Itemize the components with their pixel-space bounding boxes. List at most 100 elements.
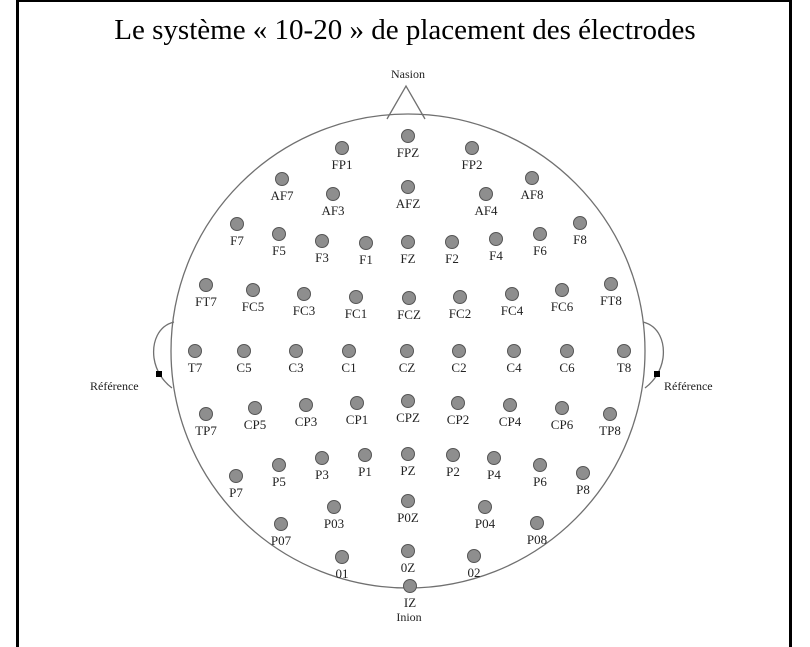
electrode-c3 bbox=[289, 344, 303, 358]
electrode-fz bbox=[401, 235, 415, 249]
electrode-label-cp6: CP6 bbox=[551, 417, 574, 432]
electrode-f8 bbox=[573, 216, 587, 230]
electrode-cp4 bbox=[503, 398, 517, 412]
electrode-label-cp3: CP3 bbox=[295, 414, 317, 429]
electrode-label-afz: AFZ bbox=[396, 196, 421, 211]
electrode-label-02: 02 bbox=[468, 565, 481, 580]
electrode-label-p1: P1 bbox=[358, 464, 372, 479]
electrode-label-af8: AF8 bbox=[520, 187, 543, 202]
reference-right-label: Référence bbox=[664, 379, 713, 393]
electrode-af4 bbox=[479, 187, 493, 201]
electrode-afz bbox=[401, 180, 415, 194]
electrode-label-cpz: CPZ bbox=[396, 410, 420, 425]
electrode-label-pz: PZ bbox=[400, 463, 415, 478]
figure-frame bbox=[16, 0, 792, 647]
electrode-f6 bbox=[533, 227, 547, 241]
electrode-p3 bbox=[315, 451, 329, 465]
electrode-label-f6: F6 bbox=[533, 243, 547, 258]
electrode-c2 bbox=[452, 344, 466, 358]
electrode-t7 bbox=[188, 344, 202, 358]
electrode-label-c6: C6 bbox=[559, 360, 575, 375]
electrode-p5 bbox=[272, 458, 286, 472]
electrode-label-tp8: TP8 bbox=[599, 423, 621, 438]
electrode-label-t8: T8 bbox=[617, 360, 631, 375]
electrode-af3 bbox=[326, 187, 340, 201]
electrode-label-fp2: FP2 bbox=[462, 157, 483, 172]
electrode-label-af4: AF4 bbox=[474, 203, 498, 218]
electrode-label-af7: AF7 bbox=[270, 188, 294, 203]
electrode-fcz bbox=[402, 291, 416, 305]
electrode-label-fc6: FC6 bbox=[551, 299, 574, 314]
electrode-c1 bbox=[342, 344, 356, 358]
electrode-label-0z: 0Z bbox=[401, 560, 416, 575]
electrode-c6 bbox=[560, 344, 574, 358]
electrode-label-p5: P5 bbox=[272, 474, 286, 489]
electrode-label-fz: FZ bbox=[400, 251, 415, 266]
electrode-af7 bbox=[275, 172, 289, 186]
electrode-01 bbox=[335, 550, 349, 564]
electrode-label-tp7: TP7 bbox=[195, 423, 217, 438]
electrode-label-ft7: FT7 bbox=[195, 294, 217, 309]
electrode-cp1 bbox=[350, 396, 364, 410]
electrode-label-c4: C4 bbox=[506, 360, 522, 375]
electrode-label-p7: P7 bbox=[229, 485, 243, 500]
electrode-label-f1: F1 bbox=[359, 252, 373, 267]
right-reference-marker bbox=[654, 371, 660, 377]
electrode-label-cp2: CP2 bbox=[447, 412, 469, 427]
electrode-label-f8: F8 bbox=[573, 232, 587, 247]
electrode-fc4 bbox=[505, 287, 519, 301]
electrode-label-c2: C2 bbox=[451, 360, 466, 375]
electrode-pz bbox=[401, 447, 415, 461]
electrode-label-fc3: FC3 bbox=[293, 303, 315, 318]
electrode-fp2 bbox=[465, 141, 479, 155]
electrode-cpz bbox=[401, 394, 415, 408]
electrode-label-c1: C1 bbox=[341, 360, 356, 375]
inion-label: Inion bbox=[396, 610, 421, 624]
electrode-label-fcz: FCZ bbox=[397, 307, 421, 322]
electrode-t8 bbox=[617, 344, 631, 358]
left-reference-marker bbox=[156, 371, 162, 377]
electrode-label-p3: P3 bbox=[315, 467, 329, 482]
electrode-label-cp1: CP1 bbox=[346, 412, 368, 427]
reference-left-label: Référence bbox=[90, 379, 139, 393]
electrode-f4 bbox=[489, 232, 503, 246]
electrode-f5 bbox=[272, 227, 286, 241]
electrode-label-p2: P2 bbox=[446, 464, 460, 479]
electrode-c5 bbox=[237, 344, 251, 358]
electrode-label-fc4: FC4 bbox=[501, 303, 524, 318]
electrode-iz bbox=[403, 579, 417, 593]
electrode-label-f7: F7 bbox=[230, 233, 244, 248]
electrode-label-fc1: FC1 bbox=[345, 306, 367, 321]
nose-shape bbox=[386, 84, 426, 120]
electrode-label-p04: P04 bbox=[475, 516, 496, 531]
electrode-label-iz: IZ bbox=[404, 595, 416, 610]
electrode-f2 bbox=[445, 235, 459, 249]
electrode-label-ft8: FT8 bbox=[600, 293, 622, 308]
electrode-fc5 bbox=[246, 283, 260, 297]
electrode-ft7 bbox=[199, 278, 213, 292]
electrode-fc6 bbox=[555, 283, 569, 297]
electrode-label-p8: P8 bbox=[576, 482, 590, 497]
electrode-f1 bbox=[359, 236, 373, 250]
electrode-02 bbox=[467, 549, 481, 563]
electrode-f7 bbox=[230, 217, 244, 231]
electrode-p04 bbox=[478, 500, 492, 514]
electrode-cp3 bbox=[299, 398, 313, 412]
nasion-label: Nasion bbox=[391, 67, 425, 81]
electrode-label-fc2: FC2 bbox=[449, 306, 471, 321]
electrode-p6 bbox=[533, 458, 547, 472]
electrode-label-p08: P08 bbox=[527, 532, 547, 547]
electrode-label-f4: F4 bbox=[489, 248, 503, 263]
electrode-label-f2: F2 bbox=[445, 251, 459, 266]
electrode-label-fpz: FPZ bbox=[397, 145, 419, 160]
electrode-ft8 bbox=[604, 277, 618, 291]
electrode-label-p03: P03 bbox=[324, 516, 344, 531]
left-ear-shape bbox=[152, 321, 175, 389]
electrode-label-cp5: CP5 bbox=[244, 417, 266, 432]
electrode-tp8 bbox=[603, 407, 617, 421]
electrode-cp6 bbox=[555, 401, 569, 415]
electrode-p03 bbox=[327, 500, 341, 514]
electrode-label-p6: P6 bbox=[533, 474, 547, 489]
electrode-label-fc5: FC5 bbox=[242, 299, 264, 314]
